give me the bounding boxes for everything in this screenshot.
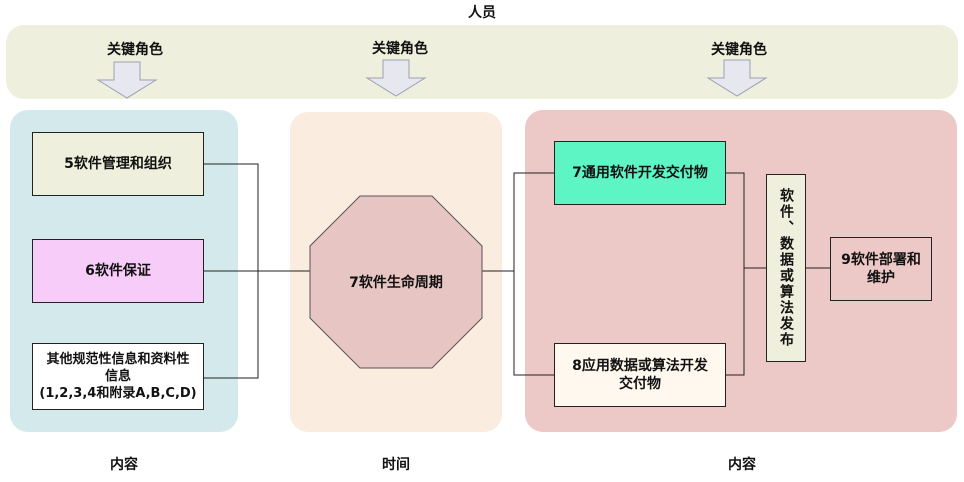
down-arrow-middle-icon: [365, 59, 427, 97]
connector-deliverables-bracket: [726, 172, 745, 376]
deploy-maintenance-box: 9软件部署和 维护: [830, 237, 932, 301]
people-title: 人员: [468, 5, 496, 21]
caption-time: 时间: [382, 457, 410, 473]
deploy-line1: 9软件部署和: [841, 252, 921, 268]
software-assurance-box: 6软件保证: [32, 239, 204, 303]
people-band: [6, 25, 958, 99]
lifecycle-octagon: [309, 195, 483, 369]
other-info-line3: (1,2,3,4和附录A,B,C,D): [39, 386, 197, 401]
general-deliverables-label: 7通用软件开发交付物: [572, 165, 708, 181]
other-info-line2: 信息: [104, 369, 131, 384]
down-arrow-left-icon: [96, 61, 158, 99]
release-label: 软件、数据或算法发布: [778, 188, 794, 348]
lifecycle-label: 7软件生命周期: [349, 275, 443, 291]
deploy-line2: 维护: [867, 270, 895, 286]
software-assurance-label: 6软件保证: [85, 263, 151, 279]
connector-right-bracket: [513, 172, 554, 376]
key-role-label-right: 关键角色: [711, 42, 767, 58]
key-role-label-left: 关键角色: [107, 42, 163, 58]
caption-content-right: 内容: [728, 457, 756, 473]
app-deliverables-line2: 交付物: [619, 376, 661, 392]
other-info-box: 其他规范性信息和资料性 信息 (1,2,3,4和附录A,B,C,D): [32, 343, 204, 410]
app-deliverables-line1: 8应用数据或算法开发: [572, 358, 708, 374]
other-info-line1: 其他规范性信息和资料性: [46, 352, 190, 367]
software-management-box: 5软件管理和组织: [32, 132, 204, 196]
key-role-label-middle: 关键角色: [372, 41, 428, 57]
general-deliverables-box: 7通用软件开发交付物: [554, 141, 726, 205]
down-arrow-right-icon: [706, 59, 768, 97]
caption-content-left: 内容: [110, 457, 138, 473]
release-box: 软件、数据或算法发布: [766, 174, 806, 362]
software-management-label: 5软件管理和组织: [64, 156, 172, 172]
app-deliverables-box: 8应用数据或算法开发 交付物: [554, 343, 726, 407]
